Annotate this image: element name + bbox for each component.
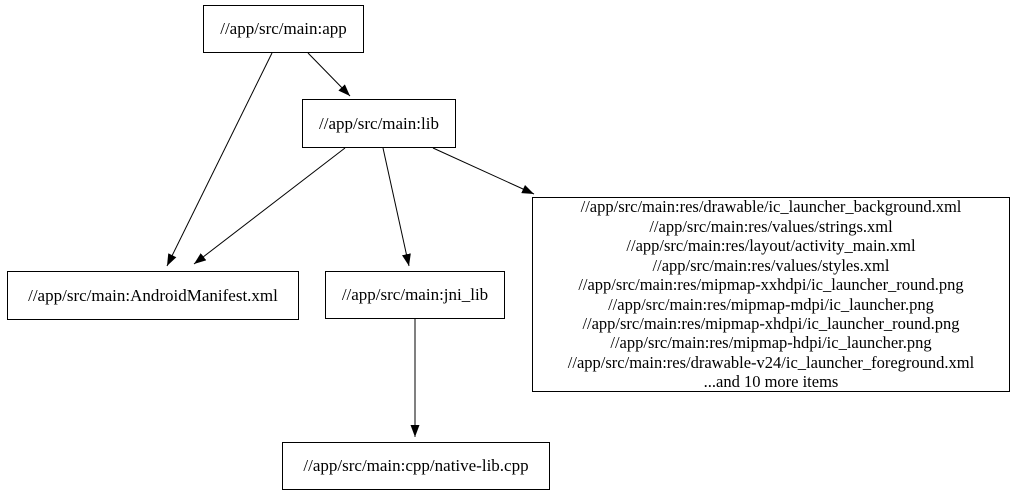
- node-native-lib-cpp-label: //app/src/main:cpp/native-lib.cpp: [303, 456, 529, 475]
- resource-item: //app/src/main:res/mipmap-mdpi/ic_launch…: [608, 294, 934, 314]
- edge-lib-to-jni-lib: [382, 147, 411, 267]
- node-jni-lib-label: //app/src/main:jni_lib: [341, 285, 489, 304]
- resource-item: //app/src/main:res/drawable/ic_launcher_…: [580, 197, 962, 217]
- resource-item: //app/src/main:res/layout/activity_main.…: [626, 236, 916, 256]
- node-lib-label: //app/src/main:lib: [319, 113, 439, 133]
- resource-item: //app/src/main:res/mipmap-hdpi/ic_launch…: [610, 333, 932, 353]
- edge-app-to-lib: [307, 52, 351, 97]
- node-app: //app/src/main:app: [203, 5, 364, 53]
- node-native-lib-cpp: //app/src/main:cpp/native-lib.cpp: [282, 442, 550, 490]
- node-jni-lib: //app/src/main:jni_lib: [325, 271, 505, 319]
- resource-item: //app/src/main:res/mipmap-xxhdpi/ic_laun…: [578, 275, 964, 295]
- node-android-manifest: //app/src/main:AndroidManifest.xml: [7, 271, 299, 320]
- node-lib: //app/src/main:lib: [302, 99, 456, 148]
- resource-item: //app/src/main:res/mipmap-xhdpi/ic_launc…: [582, 313, 960, 333]
- node-android-manifest-label: //app/src/main:AndroidManifest.xml: [28, 285, 278, 305]
- resource-item-more: ...and 10 more items: [703, 372, 839, 392]
- node-app-label: //app/src/main:app: [220, 19, 347, 38]
- resource-item: //app/src/main:res/values/strings.xml: [649, 216, 893, 236]
- edge-lib-to-resources: [432, 147, 535, 195]
- edge-app-to-manifest: [166, 52, 273, 267]
- resource-item: //app/src/main:res/drawable-v24/ic_launc…: [567, 352, 975, 372]
- resource-item: //app/src/main:res/values/styles.xml: [652, 255, 890, 275]
- node-resources-group: //app/src/main:res/drawable/ic_launcher_…: [532, 197, 1010, 392]
- edge-lib-to-manifest: [193, 147, 346, 265]
